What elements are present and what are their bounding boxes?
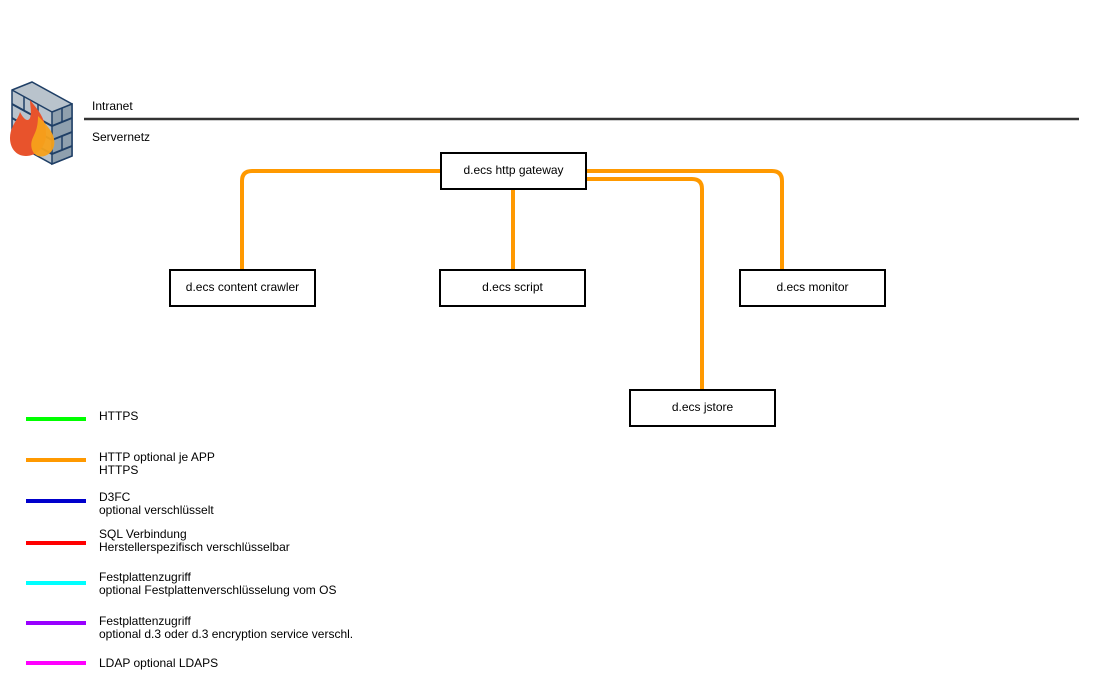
node-monitor-label: d.ecs monitor (776, 280, 848, 294)
legend-item-ldap: LDAP optional LDAPS (26, 656, 218, 670)
node-content-crawler[interactable]: d.ecs content crawler (169, 269, 316, 307)
legend-item-disk-d3: Festplattenzugriff optional d.3 oder d.3… (26, 614, 353, 641)
firewall-icon (10, 81, 73, 166)
legend-item-http-app: HTTP optional je APP HTTPS (26, 450, 215, 477)
legend-item-d3fc: D3FC optional verschlüsselt (26, 490, 214, 517)
connections (240, 169, 784, 390)
node-gateway-label: d.ecs http gateway (463, 163, 563, 177)
node-gateway[interactable]: d.ecs http gateway (440, 152, 587, 190)
legend-label: HTTP optional je APP (99, 450, 215, 464)
legend-sublabel: optional d.3 oder d.3 encryption service… (99, 627, 353, 641)
legend-sublabel: HTTPS (99, 463, 138, 477)
legend-label: Festplattenzugriff (99, 570, 191, 584)
legend-item-sql: SQL Verbindung Herstellerspezifisch vers… (26, 527, 290, 554)
connection-gateway-monitor (586, 169, 784, 270)
legend-label: D3FC (99, 490, 131, 504)
zone-label-intranet: Intranet (92, 99, 133, 113)
connection-gateway-jstore (586, 177, 704, 390)
legend-sublabel: Herstellerspezifisch verschlüsselbar (99, 540, 290, 554)
connection-gateway-crawler (240, 169, 441, 270)
node-jstore-label: d.ecs jstore (672, 400, 734, 414)
legend-label: Festplattenzugriff (99, 614, 191, 628)
legend-item-disk-os: Festplattenzugriff optional Festplattenv… (26, 570, 336, 597)
legend-item-https: HTTPS (26, 409, 138, 423)
node-script-label: d.ecs script (482, 280, 543, 294)
zone-label-servernetz: Servernetz (92, 130, 150, 144)
legend-sublabel: optional verschlüsselt (99, 503, 214, 517)
legend-label: LDAP optional LDAPS (99, 656, 218, 670)
legend-sublabel: optional Festplattenverschlüsselung vom … (99, 583, 336, 597)
legend-label: SQL Verbindung (99, 527, 187, 541)
legend-label: HTTPS (99, 409, 138, 423)
node-monitor[interactable]: d.ecs monitor (739, 269, 886, 307)
node-script[interactable]: d.ecs script (439, 269, 586, 307)
legend: HTTPS HTTP optional je APP HTTPS D3FC op… (26, 409, 353, 670)
node-jstore[interactable]: d.ecs jstore (629, 389, 776, 427)
node-content-crawler-label: d.ecs content crawler (186, 280, 299, 294)
